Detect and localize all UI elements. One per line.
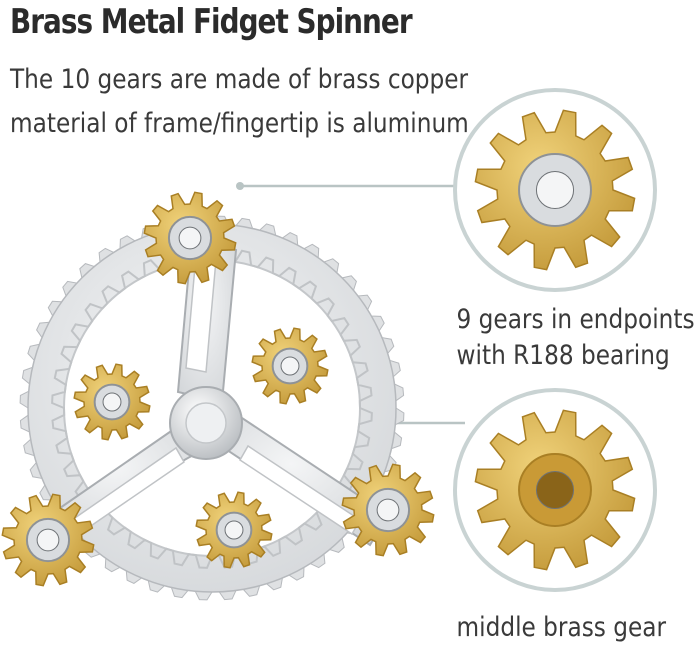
page-title: Brass Metal Fidget Spinner bbox=[10, 2, 413, 42]
subtitle-line-1: The 10 gears are made of brass copper bbox=[10, 64, 469, 95]
brass-gear-inner-bottom bbox=[195, 491, 273, 569]
callout-dot-top bbox=[236, 182, 244, 190]
brass-gear-inner-right bbox=[251, 327, 329, 405]
zoom-middle-brass-gear bbox=[474, 409, 636, 571]
product-illustration bbox=[1, 88, 657, 601]
zoom-brass-gear-with-bearing bbox=[474, 109, 636, 271]
brass-gear-left bbox=[1, 493, 95, 587]
callout-endpoint-line-1: 9 gears in endpoints bbox=[456, 304, 695, 335]
callout-endpoint-line-2: with R188 bearing bbox=[456, 340, 670, 371]
subtitle-line-2: material of frame/fingertip is aluminum bbox=[10, 108, 469, 139]
callout-middle-line-1: middle brass gear bbox=[456, 612, 667, 643]
brass-gear-inner-left bbox=[73, 363, 151, 441]
brass-gear-top bbox=[143, 191, 237, 285]
subtitle: The 10 gears are made of brass copper ma… bbox=[10, 58, 469, 146]
callout-endpoint-gears: 9 gears in endpoints with R188 bearing bbox=[456, 302, 695, 374]
spinner-frame bbox=[37, 233, 390, 547]
callout-middle-gear: middle brass gear bbox=[456, 610, 667, 646]
brass-gear-right bbox=[341, 463, 435, 557]
